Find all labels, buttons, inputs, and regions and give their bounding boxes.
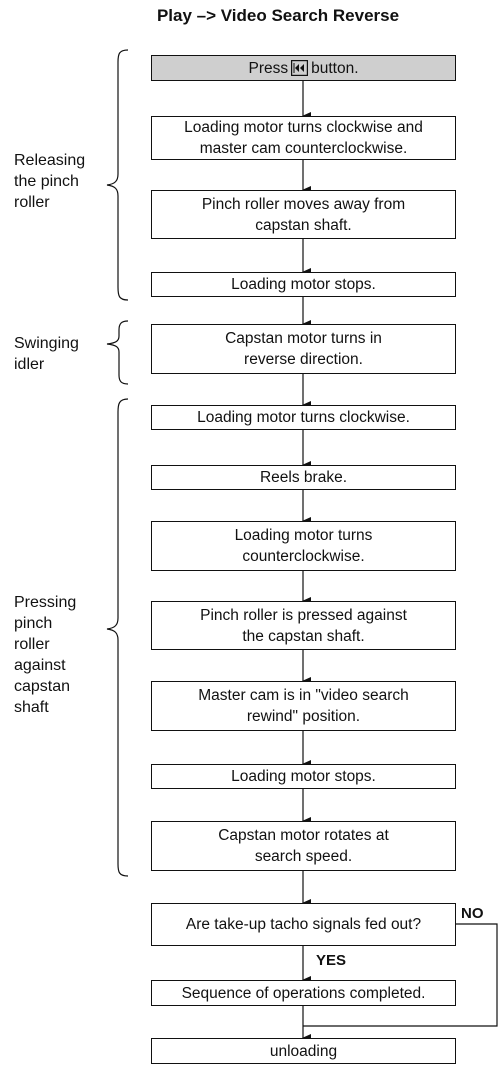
step-text: Loading motor turns counterclockwise. xyxy=(234,527,373,565)
decision-tacho-signals: Are take-up tacho signals fed out? xyxy=(151,903,456,946)
step-unloading: unloading xyxy=(151,1038,456,1064)
step-text: Loading motor stops. xyxy=(231,276,376,293)
group-label-swinging: Swinging idler xyxy=(14,335,79,373)
step-text: Reels brake. xyxy=(259,469,347,486)
step-master-cam-position: Master cam is in "video search rewind" p… xyxy=(151,681,456,731)
step-text: Loading motor turns clockwise. xyxy=(197,409,410,426)
step-text: Loading motor turns clockwise and master… xyxy=(184,119,423,157)
step-text: Loading motor stops. xyxy=(231,768,376,785)
step-sequence-completed: Sequence of operations completed. xyxy=(151,980,456,1006)
step-press-label: Press xyxy=(248,59,289,77)
step-loading-motor-counterclockwise: Loading motor turns counterclockwise. xyxy=(151,521,456,571)
step-press-button: Press button. xyxy=(151,55,456,81)
decision-text: Are take-up tacho signals fed out? xyxy=(185,916,422,933)
group-label-pressing: Pressing pinch roller against capstan sh… xyxy=(14,594,77,716)
diagram-title: Play –> Video Search Reverse xyxy=(156,6,400,25)
step-pinch-roller-away: Pinch roller moves away from capstan sha… xyxy=(151,190,456,239)
step-press-label-suffix: button. xyxy=(311,59,359,77)
step-pinch-roller-pressed: Pinch roller is pressed against the caps… xyxy=(151,601,456,650)
step-capstan-reverse: Capstan motor turns in reverse direction… xyxy=(151,324,456,374)
step-text: Sequence of operations completed. xyxy=(181,984,426,1002)
step-loading-motor-stops-2: Loading motor stops. xyxy=(151,764,456,789)
step-text: Master cam is in "video search rewind" p… xyxy=(198,687,409,725)
step-text: Pinch roller moves away from capstan sha… xyxy=(201,195,406,234)
group-label-releasing: Releasing the pinch roller xyxy=(14,152,86,211)
step-text: Capstan motor rotates at search speed. xyxy=(218,827,389,865)
step-text: Pinch roller is pressed against the caps… xyxy=(200,606,407,645)
branch-yes-label: YES xyxy=(316,952,347,969)
step-reels-brake: Reels brake. xyxy=(151,465,456,490)
branch-no-label: NO xyxy=(461,905,484,922)
step-loading-motor-clockwise: Loading motor turns clockwise. xyxy=(151,405,456,430)
step-text: Capstan motor turns in reverse direction… xyxy=(225,330,382,368)
step-text: unloading xyxy=(269,1042,338,1060)
step-loading-motor-clockwise-master-cam: Loading motor turns clockwise and master… xyxy=(151,116,456,160)
step-loading-motor-stops-1: Loading motor stops. xyxy=(151,272,456,297)
step-capstan-search-speed: Capstan motor rotates at search speed. xyxy=(151,821,456,871)
rewind-search-button-icon xyxy=(291,60,309,76)
